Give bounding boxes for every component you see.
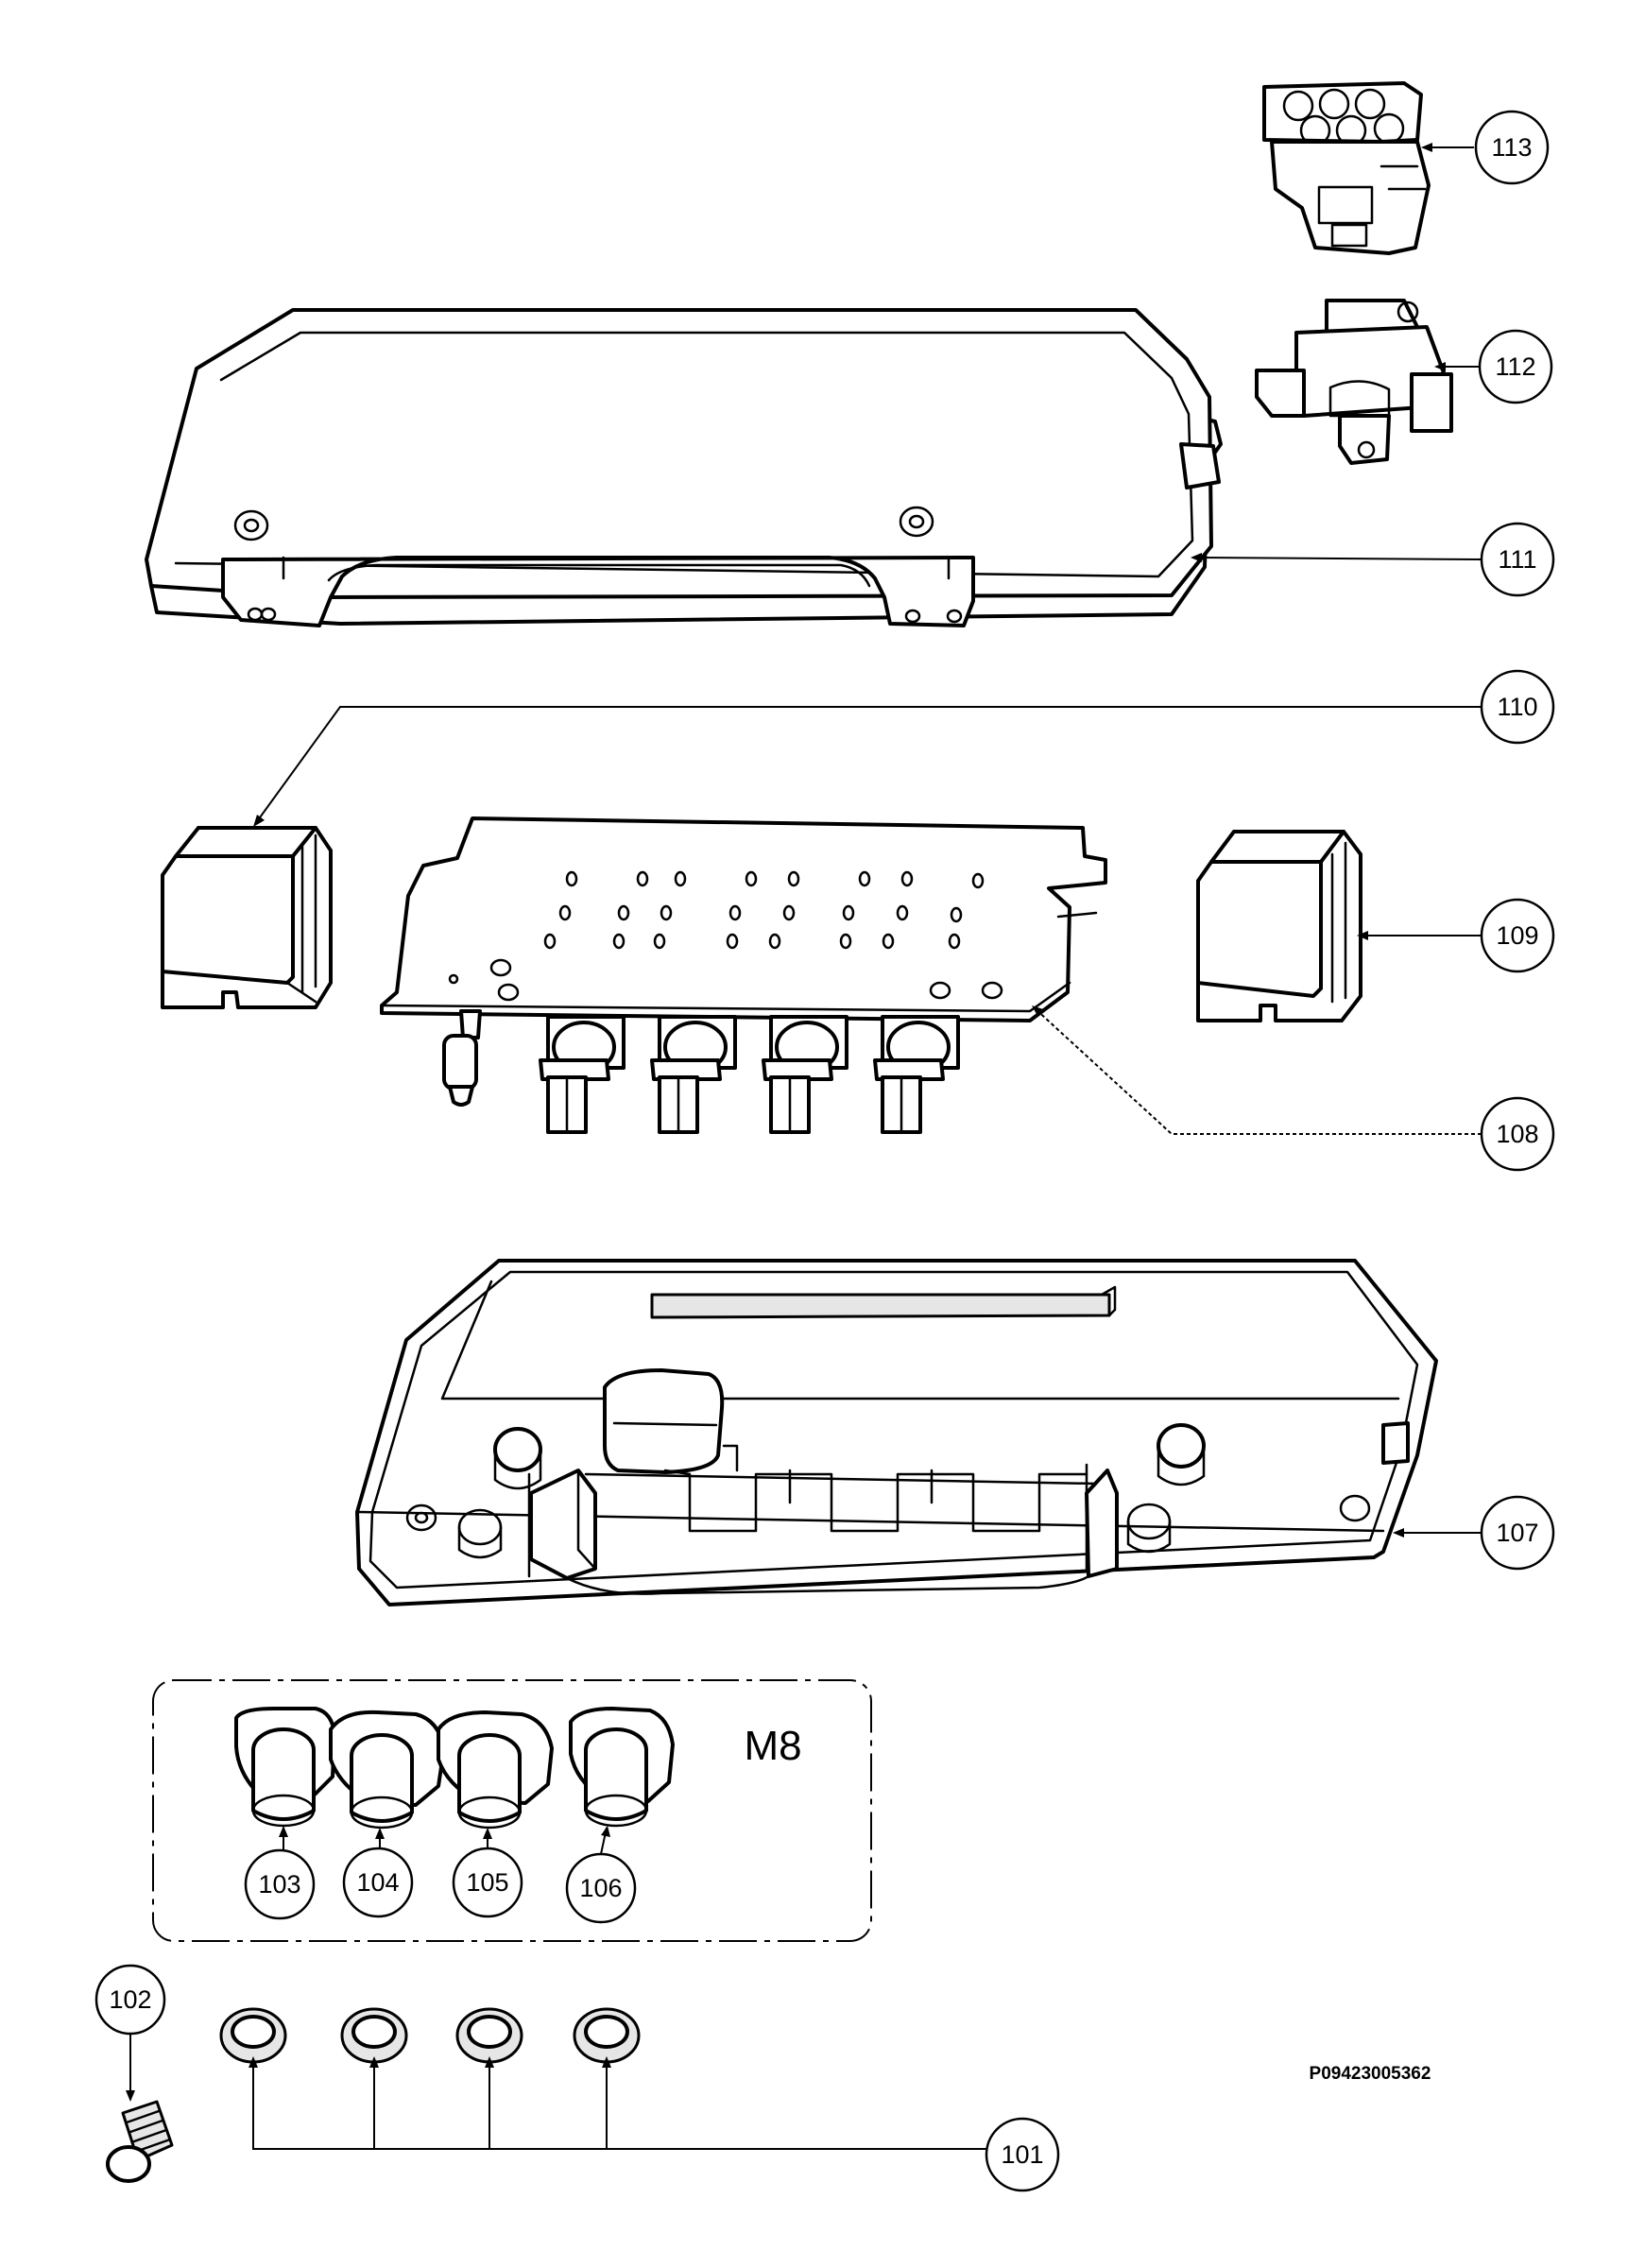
part-101-ring-3: [455, 2007, 523, 2064]
callout-101: 101: [985, 2117, 1060, 2192]
rotary-switch-3: [762, 1015, 848, 1134]
callout-112: 112: [1478, 329, 1553, 404]
svg-text:111: 111: [1498, 545, 1536, 574]
part-109-right-block: [1196, 830, 1362, 1022]
part-108-circuit-board: [380, 816, 1107, 1134]
part-101-ring-2: [340, 2007, 408, 2064]
svg-text:102: 102: [109, 1985, 151, 2014]
callout-108: 108: [1480, 1096, 1555, 1172]
callout-103: 103: [244, 1848, 316, 1920]
callout-113: 113: [1474, 110, 1550, 185]
svg-text:105: 105: [466, 1868, 508, 1897]
svg-text:113: 113: [1491, 133, 1532, 162]
m8-group-frame: [152, 1679, 872, 1942]
part-105-knob: [437, 1710, 554, 1830]
svg-text:112: 112: [1495, 352, 1535, 381]
part-104-knob: [329, 1710, 446, 1830]
part-113-connector: [1262, 81, 1431, 255]
svg-text:106: 106: [579, 1874, 622, 1902]
svg-text:104: 104: [356, 1868, 399, 1897]
pcb-holes: [448, 870, 1003, 1002]
part-112-clip: [1255, 299, 1453, 465]
part-107-housing: [355, 1259, 1438, 1606]
part-101-ring-4: [573, 2007, 641, 2064]
m8-group-label: M8: [744, 1723, 801, 1769]
callout-102: 102: [94, 1964, 166, 2036]
part-110-left-block: [161, 826, 333, 1009]
part-106-knob: [569, 1707, 675, 1828]
rotary-switch-4: [873, 1015, 960, 1134]
part-101-ring-1: [219, 2007, 287, 2064]
pcb-led: [442, 1009, 482, 1107]
svg-text:101: 101: [1001, 2140, 1043, 2169]
leader-lines: [126, 143, 1482, 2150]
part-102-screw: [106, 2100, 174, 2183]
callout-106: 106: [565, 1852, 637, 1924]
svg-text:109: 109: [1496, 921, 1538, 950]
drawing-code: P09423005362: [1310, 2064, 1431, 2084]
callout-109: 109: [1480, 898, 1555, 973]
callout-110: 110: [1480, 669, 1555, 745]
svg-text:107: 107: [1496, 1519, 1538, 1547]
callout-105: 105: [452, 1847, 523, 1918]
part-103-knob: [234, 1707, 336, 1828]
svg-text:110: 110: [1497, 693, 1537, 721]
svg-text:108: 108: [1496, 1120, 1538, 1148]
svg-text:103: 103: [258, 1870, 300, 1899]
callout-104: 104: [342, 1847, 414, 1918]
part-111-top-cover: [145, 308, 1223, 627]
rotary-switch-1: [539, 1015, 625, 1134]
callout-111: 111: [1480, 522, 1555, 597]
callout-107: 107: [1480, 1495, 1555, 1571]
rotary-switch-2: [650, 1015, 737, 1134]
